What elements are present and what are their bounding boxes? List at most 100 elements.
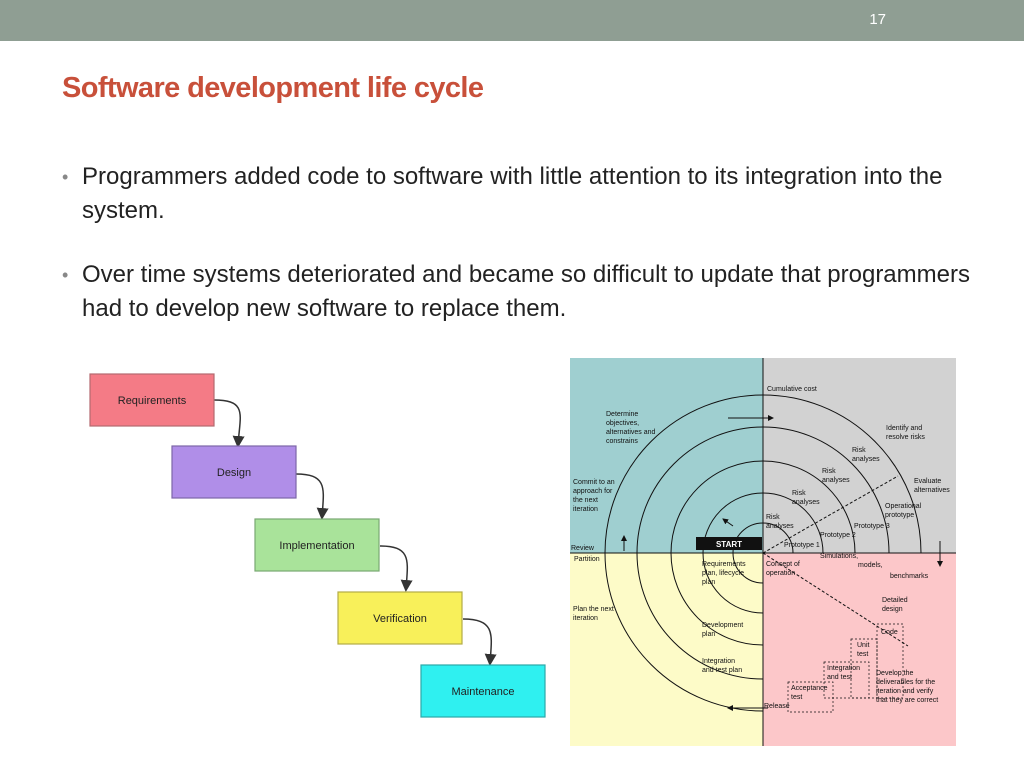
label-line: and test plan bbox=[702, 667, 742, 674]
label-cumulative-cost: Cumulative cost bbox=[767, 386, 817, 393]
label-line: Risk bbox=[852, 447, 866, 454]
bullet-dot: • bbox=[62, 265, 69, 285]
label-line: plan bbox=[702, 631, 715, 638]
waterfall-connector bbox=[379, 545, 413, 592]
label-risk-analyses-inner: Risk analyses bbox=[792, 490, 820, 506]
label-determine: Determine objectives, alternatives and c… bbox=[606, 411, 657, 445]
spiral-loop bbox=[636, 426, 890, 680]
label-line: the next bbox=[573, 497, 598, 504]
start-box bbox=[696, 537, 762, 550]
label-prototype-3: Prototype 3 bbox=[854, 523, 890, 530]
label-risk-analyses-outer: Risk analyses bbox=[852, 447, 880, 463]
bullet-item: • Over time systems deteriorated and beca… bbox=[62, 258, 982, 326]
label-line: resolve risks bbox=[886, 434, 925, 441]
label-unit-test: Unit test bbox=[857, 642, 871, 658]
acceptance-dashed-box bbox=[787, 681, 834, 713]
label-line: Operational bbox=[885, 503, 922, 510]
label-line: iteration bbox=[573, 506, 598, 513]
label-partition: Partition bbox=[574, 556, 600, 563]
stage-label: Implementation bbox=[279, 540, 354, 552]
label-simulations: Simulations, bbox=[820, 553, 858, 560]
label-risk-analyses-mid: Risk analyses bbox=[822, 468, 850, 484]
stage-box bbox=[89, 373, 215, 427]
spiral-loop bbox=[604, 394, 922, 712]
label-line: Unit bbox=[857, 642, 870, 649]
arrow bbox=[722, 518, 734, 527]
label-line: deliverables for the bbox=[876, 679, 935, 686]
label-line: Commit to an bbox=[573, 479, 615, 486]
stage-requirements: Requirements bbox=[89, 373, 215, 427]
label-integration-test: Integration and test bbox=[827, 665, 862, 681]
label-plan-next: Plan the next iteration bbox=[573, 606, 616, 622]
radial-dashed bbox=[762, 475, 899, 554]
label-line: analyses bbox=[766, 523, 794, 530]
label-line: approach for bbox=[573, 488, 613, 495]
label-line: Detailed bbox=[882, 597, 908, 604]
label-line: Development bbox=[702, 622, 743, 629]
radial-dashed bbox=[762, 552, 909, 647]
label-line: Determine bbox=[606, 411, 638, 418]
label-line: and test bbox=[827, 674, 852, 681]
quadrant-top-left bbox=[570, 358, 763, 553]
label-operational-prototype: Operational prototype bbox=[885, 503, 923, 519]
label-line: that they are correct bbox=[876, 697, 938, 704]
label-identify: Identify and resolve risks bbox=[886, 425, 925, 441]
label-release: Release bbox=[764, 703, 790, 710]
label-line: Concept of bbox=[766, 561, 800, 568]
label-integration-plan: Integration and test plan bbox=[702, 658, 742, 674]
stage-box bbox=[254, 518, 380, 572]
label-models: models, bbox=[858, 562, 883, 569]
label-prototype-1: Prototype 1 bbox=[784, 542, 820, 549]
bullet-dot: • bbox=[62, 167, 69, 187]
bullet-list: • Programmers added code to software with… bbox=[62, 160, 982, 356]
label-line: Risk bbox=[822, 468, 836, 475]
label-line: Risk bbox=[766, 514, 780, 521]
quadrant-bottom-right bbox=[763, 553, 956, 746]
label-line: test bbox=[791, 694, 802, 701]
label-line: prototype bbox=[885, 512, 914, 519]
header-bar: 17 bbox=[0, 0, 1024, 41]
label-concept: Concept of operation bbox=[766, 561, 802, 577]
bullet-item: • Programmers added code to software with… bbox=[62, 160, 982, 228]
stage-label: Requirements bbox=[118, 395, 187, 407]
stage-label: Verification bbox=[373, 613, 427, 625]
label-line: iteration bbox=[573, 615, 598, 622]
stage-verification: Verification bbox=[337, 591, 463, 645]
label-line: Evaluate bbox=[914, 478, 941, 485]
label-review: Review bbox=[571, 545, 595, 552]
quadrant-bottom-left bbox=[570, 553, 763, 746]
label-prototype-2: Prototype 2 bbox=[820, 532, 856, 539]
label-commit: Commit to an approach for the next itera… bbox=[573, 479, 617, 513]
bullet-text: Programmers added code to software with … bbox=[82, 163, 943, 224]
label-line: Integration bbox=[827, 665, 860, 672]
label-line: alternatives bbox=[914, 487, 950, 494]
spiral-loop bbox=[702, 492, 824, 614]
label-acceptance: Acceptance test bbox=[791, 685, 830, 701]
spiral-loop bbox=[732, 522, 794, 584]
stage-maintenance: Maintenance bbox=[420, 664, 546, 718]
label-line: plan bbox=[702, 579, 715, 586]
label-line: Develop the bbox=[876, 670, 913, 677]
label-development-plan: Development plan bbox=[702, 622, 745, 638]
label-line: Plan the next bbox=[573, 606, 614, 613]
label-line: Requirements bbox=[702, 561, 746, 568]
waterfall-connector bbox=[213, 399, 245, 448]
label-risk-analyses-core: Risk analyses bbox=[766, 514, 794, 530]
label-line: Acceptance bbox=[791, 685, 828, 692]
label-line: constrains bbox=[606, 438, 638, 445]
stage-box bbox=[420, 664, 546, 718]
stage-implementation: Implementation bbox=[254, 518, 380, 572]
stage-box bbox=[337, 591, 463, 645]
label-line: test bbox=[857, 651, 868, 658]
bullet-text: Over time systems deteriorated and becam… bbox=[82, 261, 970, 322]
waterfall-diagram: Requirements Design Implementation Verif… bbox=[89, 373, 546, 718]
code-dashed-box bbox=[876, 623, 904, 699]
label-line: analyses bbox=[792, 499, 820, 506]
label-code: Code bbox=[881, 629, 898, 636]
spiral-loop bbox=[670, 460, 856, 646]
label-line: iteration and verify bbox=[876, 688, 934, 695]
stage-label: Design bbox=[217, 467, 251, 479]
label-line: alternatives and bbox=[606, 429, 656, 436]
label-benchmarks: benchmarks bbox=[890, 573, 929, 580]
quadrant-top-right bbox=[763, 358, 956, 553]
